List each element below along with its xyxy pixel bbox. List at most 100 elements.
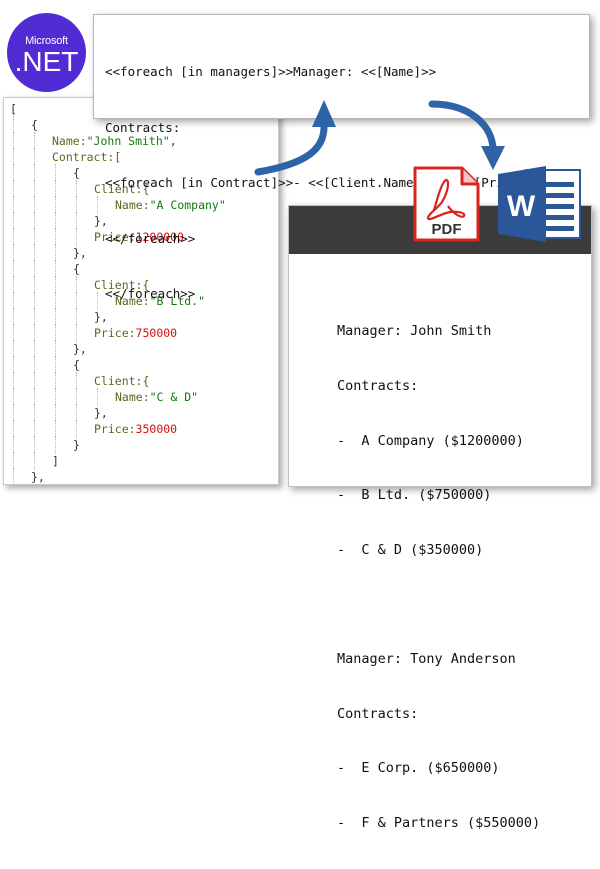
json-token: 350000 (135, 422, 178, 436)
json-token: Client:{ (94, 182, 150, 196)
json-token: }, (73, 246, 87, 260)
indent-guide (55, 260, 56, 278)
indent-guide (55, 420, 56, 438)
indent-guide (13, 180, 14, 198)
indent-guide (34, 276, 35, 294)
json-line: } (10, 436, 226, 454)
indent-guide (13, 276, 14, 294)
indent-guide (55, 292, 56, 310)
json-line: Price:1200000 (10, 228, 226, 246)
logo-company: Microsoft (25, 35, 68, 47)
indent-guide (34, 244, 35, 262)
indent-guide (55, 164, 56, 182)
json-line: }, (10, 340, 226, 358)
indent-guide (34, 436, 35, 454)
indent-guide (76, 212, 77, 230)
indent-guide (76, 420, 77, 438)
indent-guide (55, 308, 56, 326)
output-line: - B Ltd. ($750000) (337, 487, 492, 504)
json-token: ] (52, 454, 59, 468)
json-token: [ (10, 102, 17, 116)
indent-guide (34, 164, 35, 182)
json-token: , (169, 134, 177, 148)
json-token: Name: (115, 390, 150, 404)
indent-guide (34, 340, 35, 358)
indent-guide (13, 116, 14, 134)
indent-guide (76, 180, 77, 198)
indent-guide (13, 324, 14, 342)
indent-guide (13, 356, 14, 374)
json-token: "B Ltd." (149, 294, 206, 308)
indent-guide (55, 228, 56, 246)
json-line: { (10, 116, 226, 134)
indent-guide (34, 292, 35, 310)
indent-guide (34, 132, 35, 150)
json-token: }, (94, 214, 108, 228)
json-token: Price: (94, 326, 136, 340)
json-line: Contract:[ (10, 148, 226, 166)
json-code: [{Name:"John Smith",Contract:[{Client:{N… (10, 101, 226, 484)
json-token: 750000 (135, 326, 178, 340)
json-line: Price:350000 (10, 420, 226, 438)
indent-guide (55, 388, 56, 406)
template-panel: <<foreach [in managers]>>Manager: <<[Nam… (93, 14, 590, 301)
indent-guide (34, 180, 35, 198)
output-line: - F & Partners ($550000) (337, 814, 541, 831)
indent-guide (34, 356, 35, 374)
json-line: Name:"John Smith", (10, 132, 226, 150)
indent-guide (13, 452, 14, 470)
indent-guide (34, 228, 35, 246)
indent-guide (34, 212, 35, 230)
json-token: { (31, 118, 38, 132)
indent-guide (76, 404, 77, 422)
json-token: } (73, 438, 80, 452)
template-line: Contracts: (105, 119, 181, 135)
json-line: }, (10, 212, 226, 230)
json-token: Client:{ (94, 374, 150, 388)
indent-guide (34, 404, 35, 422)
json-token: }, (31, 470, 45, 484)
output-line (337, 595, 540, 613)
json-token: { (73, 262, 80, 276)
json-token: Contract:[ (52, 150, 122, 164)
indent-guide (34, 148, 35, 166)
indent-guide (97, 292, 98, 310)
indent-guide (97, 196, 98, 214)
json-line: Client:{ (10, 180, 226, 198)
json-line: { (10, 260, 226, 278)
indent-guide (97, 388, 98, 406)
indent-guide (55, 324, 56, 342)
indent-guide (13, 228, 14, 246)
json-token: Name: (115, 294, 150, 308)
output-line: Manager: Tony Anderson (337, 651, 516, 668)
json-token: { (73, 166, 80, 180)
indent-guide (13, 308, 14, 326)
json-line: }, (10, 244, 226, 262)
indent-guide (55, 244, 56, 262)
json-token: }, (94, 406, 108, 420)
json-token: 1200000 (135, 230, 185, 244)
indent-guide (13, 404, 14, 422)
json-line: Name:"A Company" (10, 196, 226, 214)
word-label: W (507, 190, 536, 223)
indent-guide (76, 388, 77, 406)
json-line: Name:"C & D" (10, 388, 226, 406)
json-token: "C & D" (149, 390, 199, 404)
indent-guide (34, 372, 35, 390)
json-data-panel: [{Name:"John Smith",Contract:[{Client:{N… (3, 97, 279, 485)
json-line: }, (10, 404, 226, 422)
indent-guide (13, 164, 14, 182)
indent-guide (76, 228, 77, 246)
indent-guide (13, 196, 14, 214)
logo-product: .NET (14, 46, 79, 77)
output-line: Contracts: (337, 378, 419, 395)
indent-guide (55, 404, 56, 422)
indent-guide (13, 292, 14, 310)
template-line: <<foreach [in managers]>>Manager: <<[Nam… (105, 64, 437, 79)
json-line: ] (10, 452, 226, 470)
output-line: - E Corp. ($650000) (337, 760, 500, 777)
json-token: Price: (94, 230, 136, 244)
pdf-icon: PDF (413, 166, 480, 242)
indent-guide (76, 196, 77, 214)
indent-guide (13, 340, 14, 358)
